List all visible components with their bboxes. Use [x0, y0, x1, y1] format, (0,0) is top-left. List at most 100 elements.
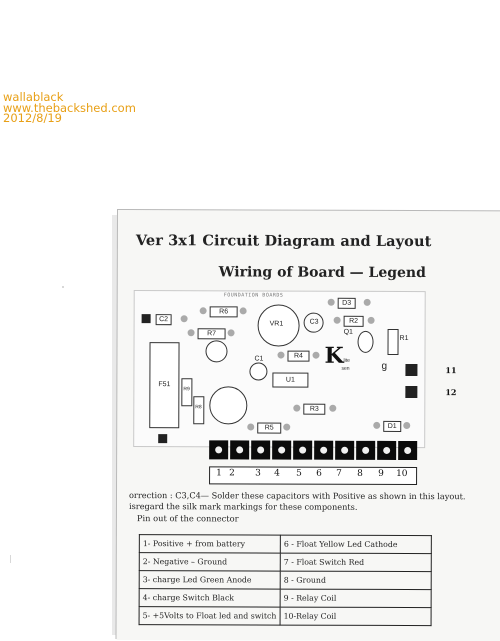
- side-label-11: 11: [445, 365, 457, 376]
- table-cell: 2- Negative – Ground: [139, 552, 281, 572]
- table-row: 1- Positive + from battery 6 - Float Yel…: [139, 534, 432, 554]
- terminal-3: [251, 440, 271, 460]
- pad: [312, 351, 320, 359]
- label-q1: Q1: [343, 328, 353, 336]
- table-cell: 3- charge Led Green Anode: [139, 570, 281, 590]
- board-header-text: FOUNDATION BOARDS: [223, 292, 284, 299]
- label-r4: R4: [293, 352, 303, 360]
- component-q1: [357, 330, 374, 353]
- component-r1: [387, 328, 399, 355]
- table-row: 2- Negative – Ground 7 - Float Switch Re…: [139, 552, 432, 572]
- pad: [327, 298, 335, 306]
- pad: [239, 307, 247, 315]
- connector-number: 2: [229, 468, 235, 479]
- terminal-5: [293, 440, 313, 460]
- component-r4: R4: [287, 350, 310, 362]
- correction-note: orrection : C3,C4— Solder these capacito…: [129, 490, 466, 512]
- label-relay-g: g: [381, 360, 388, 372]
- table-cell: 4- charge Switch Black: [139, 588, 281, 608]
- pad: [187, 329, 195, 337]
- connector-number: 3: [255, 468, 261, 479]
- page-subtitle: Wiring of Board — Legend: [218, 264, 426, 282]
- component-r2: R2: [343, 315, 364, 327]
- pad: [333, 316, 341, 324]
- scan-artifact: [62, 286, 64, 288]
- label-relay-sen: sen: [341, 365, 350, 372]
- label-r2: R2: [349, 317, 359, 325]
- label-u1: U1: [285, 376, 295, 384]
- side-label-12: 12: [445, 387, 457, 398]
- terminal-9: [377, 440, 397, 460]
- component-c1: [249, 362, 268, 381]
- watermark-user: wallablack: [3, 90, 64, 104]
- pad: [141, 314, 151, 324]
- pad: [363, 298, 371, 306]
- terminal-12: [405, 386, 418, 399]
- terminal-4: [272, 440, 292, 460]
- label-r7: R7: [207, 330, 217, 338]
- connector-number: 10: [396, 468, 408, 480]
- table-cell: 5- +5Volts to Float led and switch: [139, 606, 281, 626]
- terminal-7: [335, 440, 355, 460]
- component-r6: R6: [209, 306, 238, 318]
- table-cell: 10-Relay Coil: [280, 607, 432, 626]
- label-r5: R5: [264, 424, 274, 432]
- pad: [293, 404, 301, 412]
- connector-number: 6: [316, 468, 322, 479]
- connector-number: 4: [274, 468, 280, 479]
- scan-artifact: [10, 555, 11, 563]
- pad: [373, 421, 381, 429]
- watermark-date: 2012/8/19: [3, 111, 62, 125]
- correction-line-2: isregard the silk mark markings for thes…: [128, 500, 358, 512]
- connector-number: 5: [296, 468, 302, 479]
- watermark: wallablack www.thebackshed.com 2012/8/19: [3, 92, 136, 124]
- label-r8: R8: [195, 404, 202, 411]
- terminal-8: [356, 440, 376, 460]
- label-r9: R9: [183, 386, 190, 393]
- table-cell: 7 - Float Switch Red: [280, 553, 432, 572]
- component-q2: [205, 340, 228, 363]
- component-r3: R3: [303, 403, 326, 415]
- component-r5: R5: [257, 422, 282, 434]
- terminal-1: [209, 440, 229, 460]
- page-title: Ver 3x1 Circuit Diagram and Layout: [135, 232, 432, 251]
- connector-number: 9: [378, 468, 384, 479]
- table-cell: 8 - Ground: [280, 571, 432, 590]
- pad: [227, 329, 235, 337]
- label-d3: D3: [342, 299, 352, 307]
- terminal-10: [398, 440, 418, 461]
- scanned-page: Ver 3x1 Circuit Diagram and Layout Wirin…: [116, 210, 500, 641]
- label-f1: F51: [158, 381, 171, 389]
- component-r7: R7: [197, 328, 226, 340]
- table-cell: 6 - Float Yellow Led Cathode: [280, 535, 432, 554]
- label-vr1: VR1: [269, 320, 284, 328]
- component-u1: U1: [272, 372, 309, 388]
- table-row: 5- +5Volts to Float led and switch 10-Re…: [139, 606, 432, 626]
- pad: [283, 423, 291, 431]
- table-row: 4- charge Switch Black 9 - Relay Coil: [139, 588, 432, 608]
- component-d3: D3: [337, 297, 356, 309]
- connector-number: 8: [357, 468, 363, 479]
- pad: [367, 316, 375, 324]
- watermark-site: www.thebackshed.com: [3, 100, 136, 115]
- pinout-heading: Pin out of the connector: [136, 513, 239, 524]
- terminal-2: [230, 440, 250, 460]
- label-r6: R6: [219, 308, 229, 316]
- component-fuse-holder: F51: [149, 342, 180, 429]
- label-r3: R3: [309, 405, 319, 413]
- pad: [329, 404, 337, 412]
- connector-number: 7: [336, 468, 342, 479]
- table-cell: 1- Positive + from battery: [139, 534, 281, 554]
- label-r1: R1: [399, 334, 409, 343]
- pad: [403, 421, 411, 430]
- table-cell: 9 - Relay Coil: [280, 589, 432, 608]
- connector-number-box: 1 2 3 4 5 6 7 8 9 10: [209, 466, 418, 486]
- terminal-11: [405, 364, 418, 377]
- component-d1: D1: [383, 420, 402, 432]
- label-relay-lite: lite: [343, 357, 350, 364]
- pad: [158, 434, 168, 444]
- table-row: 3- charge Led Green Anode 8 - Ground: [139, 570, 432, 590]
- pad: [199, 307, 207, 315]
- paper-edge: [112, 215, 118, 635]
- pad: [247, 423, 255, 431]
